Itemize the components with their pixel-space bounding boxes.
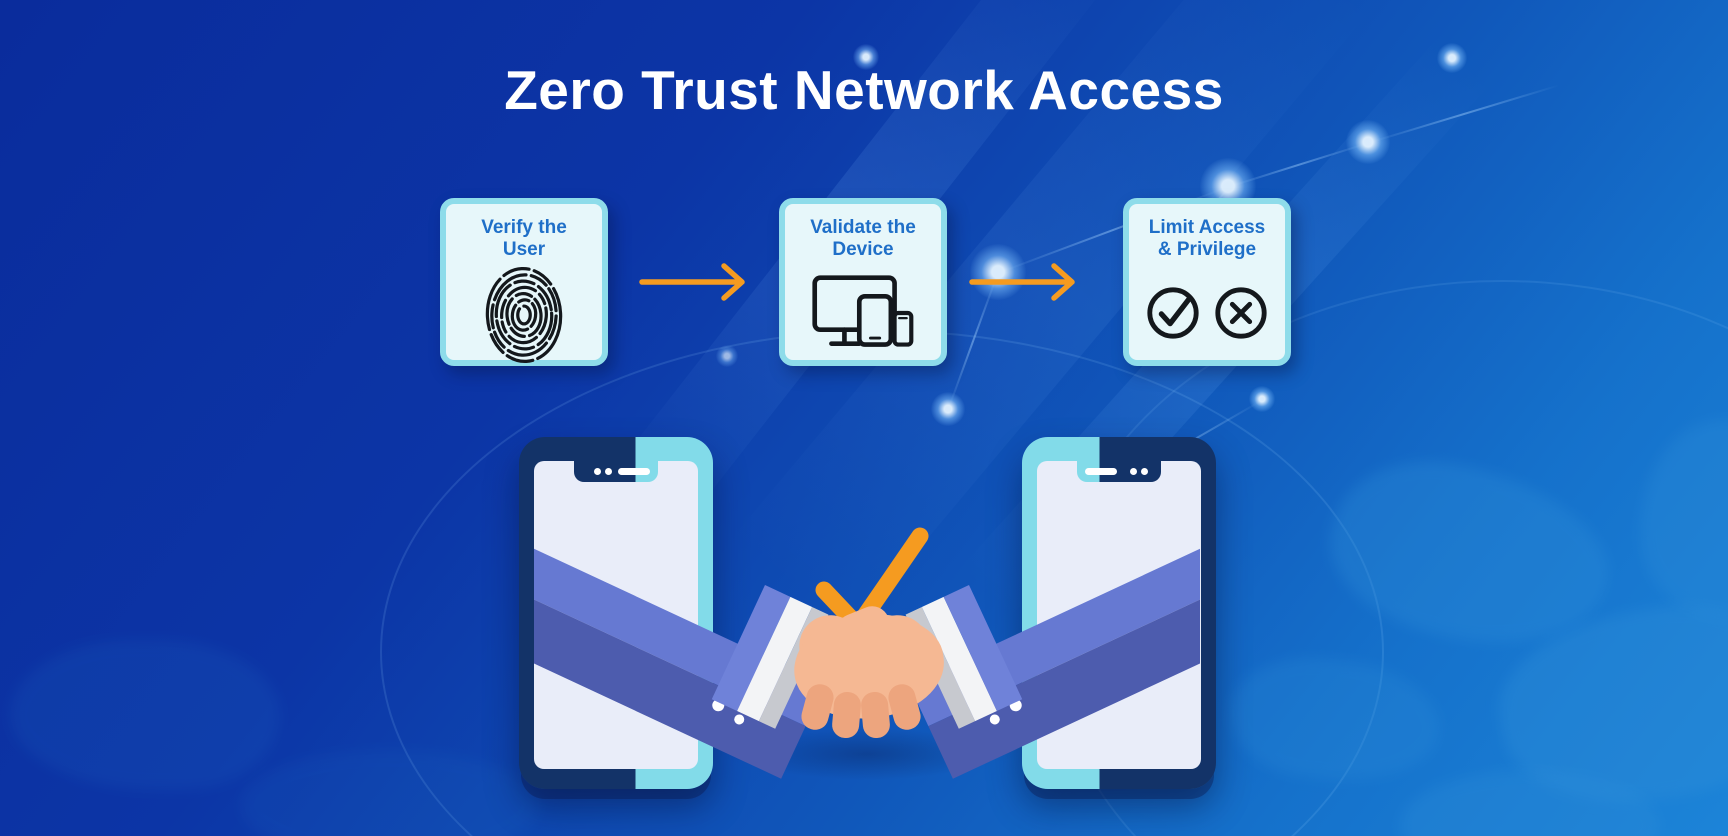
step-label-line1: Limit Access <box>1148 217 1266 238</box>
network-node <box>853 44 879 70</box>
step-label-line1: Validate the <box>810 217 916 238</box>
network-node <box>1346 120 1390 164</box>
allow-check-icon <box>1147 286 1199 339</box>
camera-dot-icon <box>1130 468 1137 475</box>
step-card-limit-access: Limit Access & Privilege <box>1123 198 1291 366</box>
step-label-line2: & Privilege <box>1157 239 1257 261</box>
step-card-verify-user: Verify the User <box>440 198 608 366</box>
step-label: Limit Access & Privilege <box>1149 217 1266 261</box>
camera-dot-icon <box>594 468 601 475</box>
network-node <box>970 244 1026 300</box>
map-silhouette <box>240 750 540 836</box>
step-label-line2: User <box>502 239 546 261</box>
network-node <box>716 345 738 367</box>
phone-right-notch <box>1077 461 1161 482</box>
devices-icon <box>811 265 915 360</box>
step-label: Validate the Device <box>810 217 916 261</box>
speaker-dash-icon <box>1085 468 1117 475</box>
network-node <box>1249 386 1275 412</box>
camera-dot-icon <box>605 468 612 475</box>
arrow-right-icon <box>638 260 760 309</box>
camera-dot-icon <box>1141 468 1148 475</box>
map-silhouette <box>10 640 280 790</box>
fingerprint-icon <box>483 265 565 365</box>
arrow-right-icon <box>968 260 1090 309</box>
phone-left-notch <box>574 461 658 482</box>
step-label: Verify the User <box>481 217 567 261</box>
page-title: Zero Trust Network Access <box>504 59 1224 121</box>
step-card-validate-device: Validate the Device <box>779 198 947 366</box>
network-node <box>931 392 965 426</box>
deny-x-icon <box>1215 286 1267 339</box>
allow-deny-icons <box>1144 265 1270 360</box>
network-node <box>1437 43 1467 73</box>
step-label-line1: Verify the <box>481 217 567 238</box>
handshake-finger <box>860 690 891 740</box>
speaker-dash-icon <box>618 468 650 475</box>
step-label-line2: Device <box>832 239 894 261</box>
